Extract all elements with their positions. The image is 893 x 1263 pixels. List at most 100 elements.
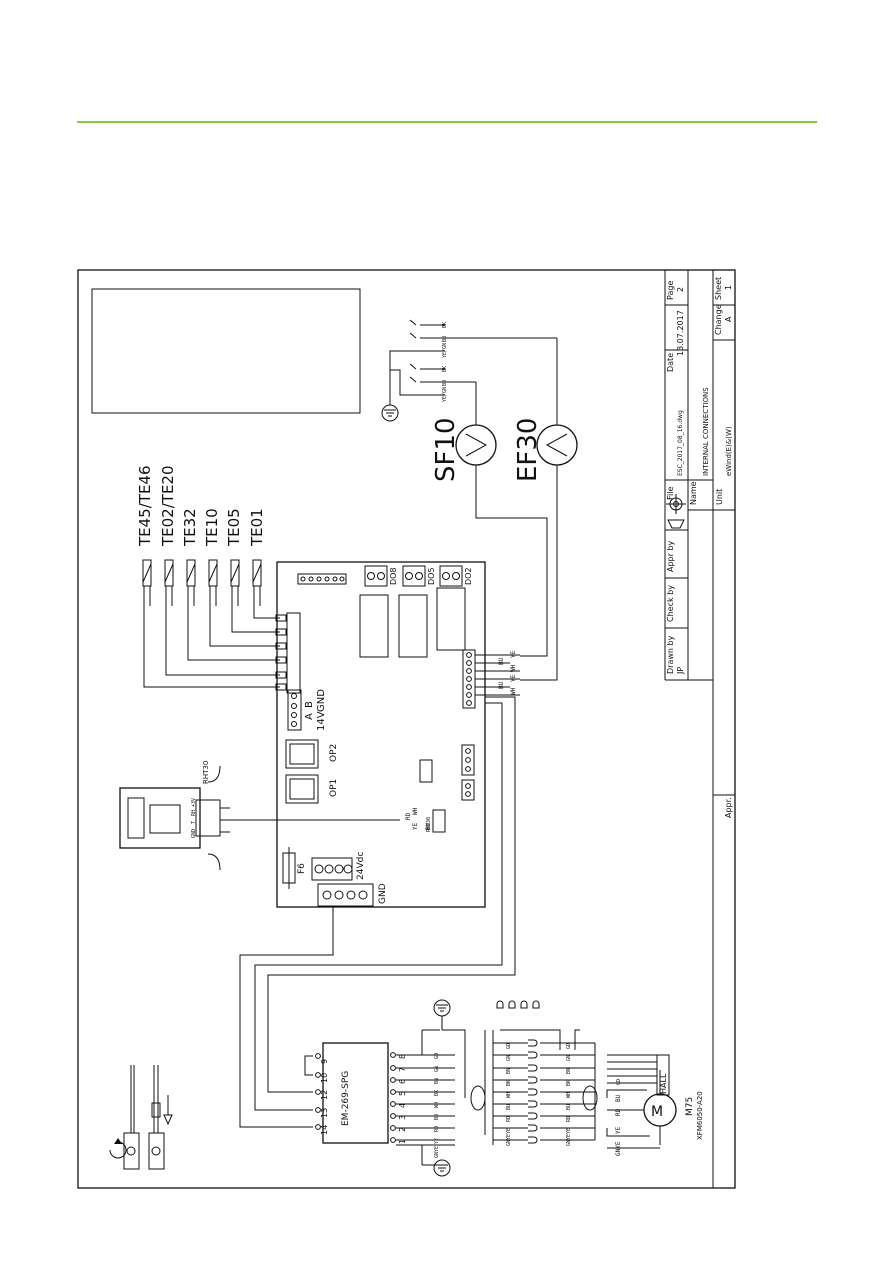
controller-pin-label: 1: [398, 1139, 407, 1144]
ao-wire-label: YE: [510, 674, 517, 682]
rht-pin-label: RH: [191, 810, 197, 816]
projection-symbol-icon: [666, 494, 686, 529]
name-value: INTERNAL CONNECTIONS: [702, 387, 710, 476]
relay-icon: [398, 594, 428, 658]
change-label: Change: [714, 304, 723, 335]
page-label: Page: [666, 281, 675, 300]
connector-wire-label: GN: [506, 1055, 512, 1061]
plug-pin-icon: [528, 1088, 538, 1096]
rht-wire-label: BU: [425, 822, 432, 830]
rht-pin-label: T: [191, 821, 197, 824]
controller-pin-label: 14: [320, 1125, 329, 1135]
controller-pin-label: 6: [398, 1079, 407, 1084]
screwdriver-icon: [123, 1065, 140, 1170]
screwdriver-icon: [148, 1065, 165, 1170]
controller-pin: [315, 1124, 321, 1130]
sensor-label-te05: TE05: [225, 508, 243, 547]
controller-wire-label: YE: [434, 1138, 440, 1144]
ground-icon: [381, 404, 399, 422]
fuse-label: F6: [297, 863, 307, 874]
motor-wire-label: RD: [615, 1108, 622, 1116]
controller-pin-label: 9: [320, 1059, 329, 1064]
controller-wire-label: GNYE: [434, 1146, 440, 1158]
do2-label: DO2: [464, 567, 473, 585]
plug-pin-icon: [528, 1136, 538, 1144]
sensor-label-te10: TE10: [203, 508, 221, 547]
thermistor-icon: [142, 559, 280, 688]
connector-wire-label: WH: [506, 1092, 512, 1098]
connector-wire-label: YE: [506, 1128, 512, 1134]
connector-wire-label: WH: [566, 1092, 572, 1098]
op1-label: OP1: [329, 779, 339, 797]
op2-socket: [285, 739, 319, 769]
ef30-label: EF30: [513, 418, 543, 482]
plug-pin-icon: [528, 1112, 538, 1120]
thermistor-icon: [164, 559, 280, 676]
page-value: 2: [676, 287, 685, 292]
fan-wire-label: BK: [442, 322, 448, 328]
ground-icon: [433, 999, 451, 1030]
motor-model: XFM6050-A20: [696, 1091, 704, 1140]
notes-box: [91, 288, 361, 414]
ao-wire-label: BU: [498, 681, 505, 689]
motor-symbol: M: [651, 1104, 663, 1120]
plug-pin-icon: [528, 1039, 538, 1047]
sheet-value: 1: [724, 285, 733, 290]
relay-icon: [359, 594, 389, 658]
plug-pin-icon: [528, 1051, 538, 1059]
do5-label: DO5: [427, 567, 436, 585]
controller-pin: [390, 1125, 396, 1131]
controller-name: EM-269-SPG: [341, 1071, 351, 1126]
connector-wire-label: GN: [566, 1055, 572, 1061]
controller-pin: [390, 1077, 396, 1083]
sensor-label-te02: TE02/TE20: [159, 465, 177, 547]
ground-icon: [433, 1159, 451, 1177]
connector-wire-label: RD: [506, 1116, 512, 1122]
rht30-sensor: RHT30 GND T RH +3V: [119, 761, 400, 871]
appr-label: Appr.: [724, 797, 733, 818]
appr-by-label: Appr by: [666, 540, 675, 572]
title-block: Page 2 Date 13.07.2017 File ESC_2017_08_…: [664, 270, 735, 1188]
controller-wire-label: GN: [434, 1066, 440, 1072]
fan-wire-label: BU: [442, 336, 448, 342]
rht-terminal-label: RHT30: [426, 817, 432, 832]
change-value: A: [724, 316, 733, 322]
controller-wire-label: WH: [434, 1102, 440, 1108]
motor-m75: M HALL M75 XFM6050-A20 GD BU RD YE GNYE: [606, 1054, 704, 1156]
controller-pin-label: 2: [398, 1127, 407, 1132]
sf10-fan-icon: [455, 424, 497, 466]
check-by-label: Check by: [666, 585, 675, 622]
motor-wire-label: YE: [615, 1126, 622, 1134]
connector-wire-label: GD: [506, 1043, 512, 1049]
motor-wire-label: GNYE: [615, 1141, 622, 1156]
controller-pin: [315, 1107, 321, 1113]
ao-wire-label: BU: [498, 657, 505, 665]
fan-wire-label: YE/GN: [442, 387, 448, 402]
sheet-label: Sheet: [714, 277, 723, 300]
plug-icon: [532, 1000, 540, 1009]
do8-label: DO8: [389, 567, 398, 585]
power-label: 24Vdc: [356, 852, 366, 880]
motor-wire-label: GD: [616, 1079, 622, 1085]
plug-pin-icon: [528, 1100, 538, 1108]
file-label: File: [666, 487, 675, 500]
sensor-label-te01: TE01: [248, 508, 266, 547]
gnd-label: GND: [378, 883, 388, 904]
file-value: ESC_2017_08_16.dwg: [677, 410, 684, 476]
ao-wire-label: WH: [510, 687, 517, 695]
relay-icon: [436, 587, 466, 651]
connector-wire-label: GD: [566, 1043, 572, 1049]
controller-pin-label: 3: [398, 1115, 407, 1120]
thermistor-icon: [230, 559, 280, 633]
controller-pin: [315, 1053, 321, 1059]
controller-wiring: [239, 696, 516, 1128]
connector-wire-label: BK: [506, 1080, 512, 1086]
thermistor-icon: [252, 559, 280, 619]
controller-wire-label: BN: [434, 1078, 440, 1084]
plug-icon: [496, 1000, 504, 1009]
connector-wire-label: GNYE: [566, 1134, 572, 1146]
plug-pin-icon: [528, 1124, 538, 1132]
controller-pin: [390, 1137, 396, 1143]
